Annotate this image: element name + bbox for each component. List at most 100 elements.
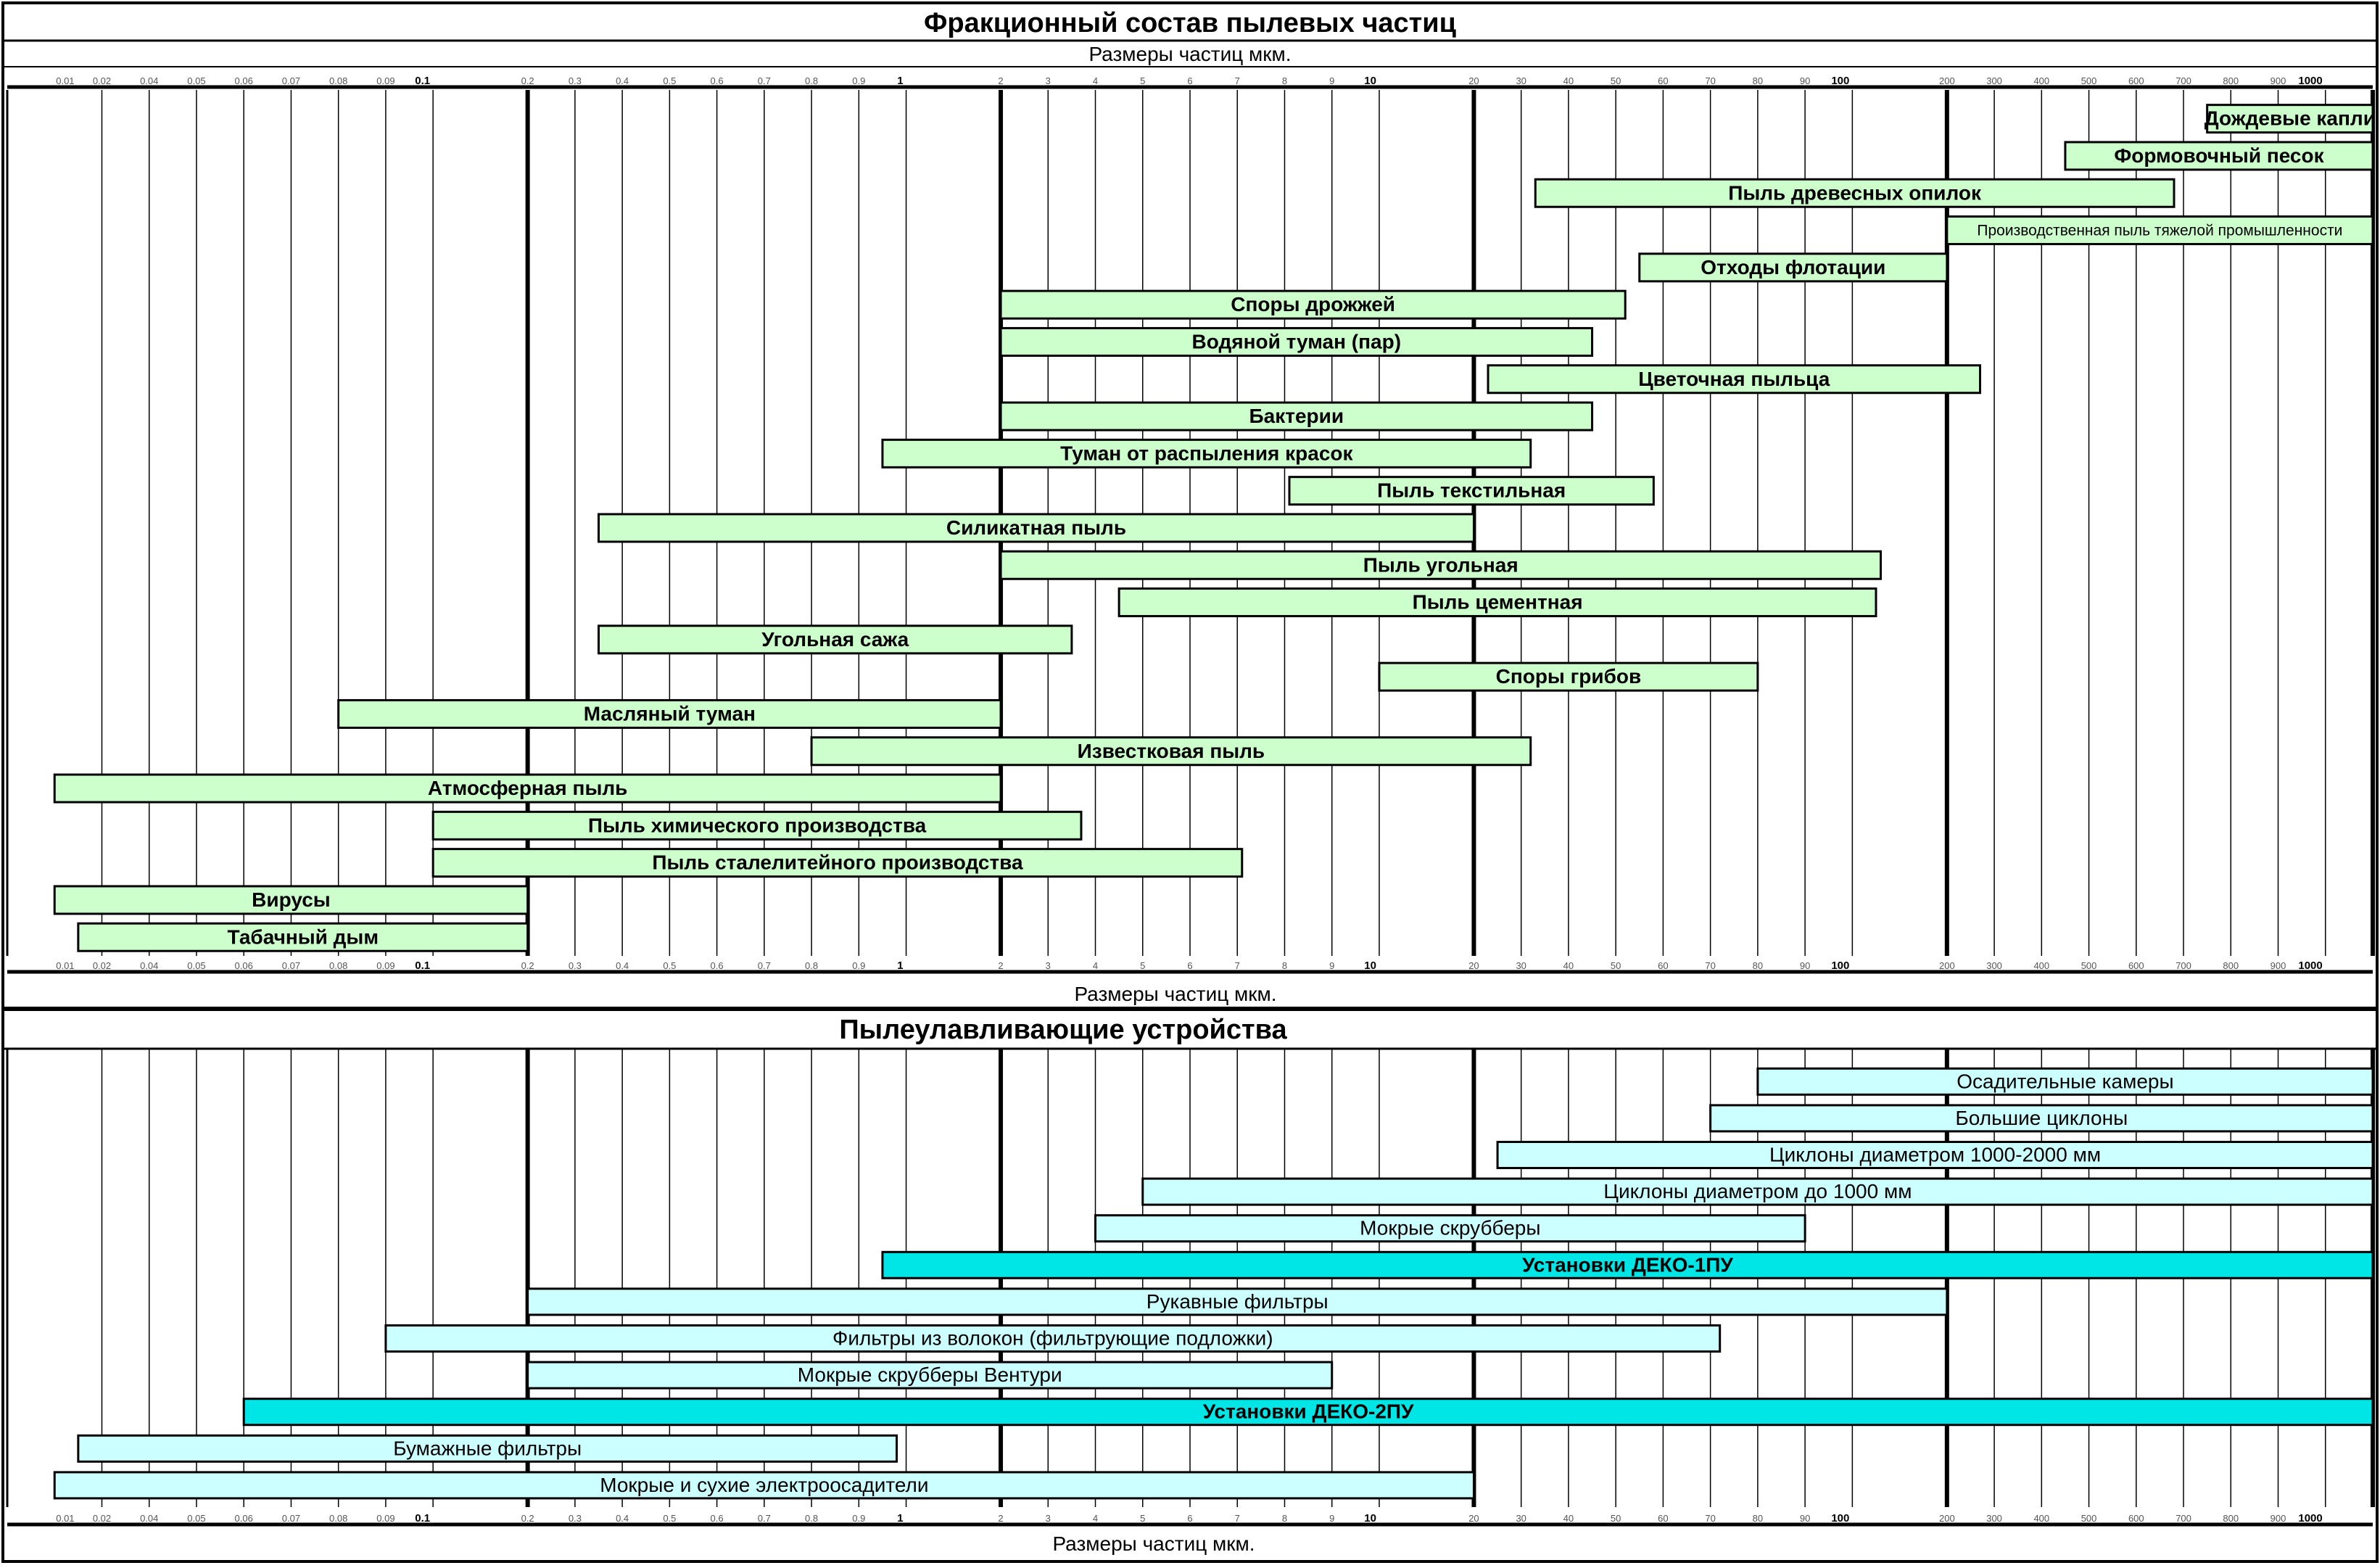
panel2-bottom-tick-label: 7 — [1235, 1513, 1240, 1524]
panel2-bottom-tick-label: 50 — [1611, 1513, 1621, 1524]
panel1-bar — [999, 289, 1627, 320]
panel1-bottom-axis-title: Размеры частиц мкм. — [1074, 983, 1276, 1005]
panel1-bottom-tick-label: 60 — [1658, 960, 1668, 971]
panel1-bottom-tick-label: 0.9 — [852, 960, 865, 971]
panel1-bottom-tick-label: 4 — [1093, 960, 1098, 971]
panel1-top-tick-label: 0.08 — [329, 75, 347, 86]
panel1-bar — [337, 698, 1002, 729]
panel2-bottom-tick-label: 100 — [1831, 1512, 1849, 1524]
panel1-bar — [77, 922, 529, 952]
panel1-bar — [1487, 364, 1982, 395]
panel2-bottom-tick-label: 0.02 — [93, 1513, 111, 1524]
panel2-bar — [384, 1324, 1722, 1353]
panel1-bar-label: Пыль угольная — [1363, 553, 1519, 576]
panel1-bar-label: Пыль химического производства — [588, 814, 927, 836]
panel1-bar-label: Табачный дым — [227, 925, 379, 948]
panel2-bottom-tick-label: 0.8 — [805, 1513, 818, 1524]
panel2-bottom-tick-label: 700 — [2176, 1513, 2191, 1524]
panel1-bar-label: Пыль древесных опилок — [1728, 181, 1982, 204]
panel1-bar — [999, 326, 1594, 357]
panel1-top-tick-label: 6 — [1187, 75, 1192, 86]
panel2-bottom-tick-label: 0.4 — [616, 1513, 629, 1524]
panel1-bar — [431, 848, 1244, 878]
panel1-bottom-tick-label: 70 — [1705, 960, 1715, 971]
panel1-bar-label: Бактерии — [1249, 405, 1344, 427]
panel1-top-tick-label: 0.04 — [140, 75, 158, 86]
panel1-bottom-tick-label: 80 — [1753, 960, 1763, 971]
panel2-bar — [77, 1434, 898, 1463]
panel1-top-tick-label: 100 — [1831, 75, 1849, 87]
panel1-bar — [810, 736, 1532, 767]
panel2-bottom-tick-label: 0.9 — [852, 1513, 865, 1524]
panel1-top-tick-label: 0.01 — [56, 75, 74, 86]
panel1-bar-label: Дождевые капли — [2205, 107, 2376, 130]
panel2-bar-label: Осадительные камеры — [1957, 1070, 2173, 1092]
panel2-bottom-tick-label: 0.1 — [415, 1512, 430, 1524]
panel1-bar-label: Туман от распыления красок — [1060, 442, 1353, 464]
panel2-bar-label: Фильтры из волокон (фильтрующие подложки… — [832, 1327, 1273, 1350]
panel2-bar-label: Бумажные фильтры — [393, 1437, 582, 1459]
panel2-bar — [1496, 1141, 2374, 1169]
panel1-bottom-tick-label: 90 — [1800, 960, 1810, 971]
panel2-bar-label: Установки ДЕКО-1ПУ — [1522, 1253, 1733, 1276]
panel1-top-tick-label: 0.07 — [282, 75, 300, 86]
panel1-top-tick-label: 0.4 — [616, 75, 629, 86]
panel1-top-tick-label: 2 — [998, 75, 1003, 86]
panel2-bottom-tick-label: 0.3 — [569, 1513, 582, 1524]
panel2-bottom-tick-label: 300 — [1986, 1513, 2002, 1524]
panel2-bottom-tick-label: 0.05 — [187, 1513, 205, 1524]
panel1-bottom-tick-label: 0.06 — [235, 960, 253, 971]
panel1-bar-label: Споры грибов — [1496, 665, 1642, 688]
panel1-bar — [1378, 661, 1759, 692]
panel1-bottom-tick-label: 800 — [2223, 960, 2239, 971]
panel1-top-tick-label: 5 — [1140, 75, 1145, 86]
panel1-bar — [598, 624, 1073, 655]
panel1-bar — [1638, 252, 1949, 283]
panel1-bar-label: Известковая пыль — [1078, 740, 1265, 762]
panel1-top-tick-label: 900 — [2270, 75, 2286, 86]
panel1-bar-label: Пыль сталелитейного производства — [652, 851, 1023, 874]
panel2-bottom-tick-label: 0.04 — [140, 1513, 158, 1524]
panel2-bar-label: Мокрые скрубберы Вентури — [798, 1363, 1062, 1386]
panel1-bottom-tick-label: 0.08 — [329, 960, 347, 971]
panel2-title: Пылеулавливающие устройства — [839, 1015, 1287, 1045]
panel1-top-tick-label: 0.7 — [758, 75, 771, 86]
panel1-bottom-tick-label: 600 — [2128, 960, 2144, 971]
panel1-bar — [53, 773, 1002, 804]
panel1-bottom-tick-label: 0.05 — [187, 960, 205, 971]
panel1-bar — [1946, 215, 2374, 246]
panel1-top-tick-label: 20 — [1468, 75, 1479, 86]
panel2-bottom-tick-label: 2 — [998, 1513, 1003, 1524]
panel1-bar — [431, 810, 1083, 841]
panel1-bar — [53, 885, 529, 915]
panel1-top-tick-label: 4 — [1093, 75, 1098, 86]
panel2-bar — [242, 1398, 2374, 1427]
panel2-bottom-tick-label: 0.5 — [663, 1513, 676, 1524]
panel1-top-tick-label: 90 — [1800, 75, 1810, 86]
panel1-bottom-tick-label: 5 — [1140, 960, 1145, 971]
panel1-bottom-tick-label: 0.07 — [282, 960, 300, 971]
panel1-top-tick-label: 7 — [1235, 75, 1240, 86]
panel2-bottom-tick-label: 4 — [1093, 1513, 1098, 1524]
panel1-bottom-tick-label: 300 — [1986, 960, 2002, 971]
panel1-top-tick-label: 0.1 — [415, 75, 430, 87]
panel1-bottom-tick-label: 1 — [897, 960, 903, 972]
panel2-bottom-tick-label: 5 — [1140, 1513, 1145, 1524]
panel1-top-tick-label: 0.6 — [711, 75, 724, 86]
panel2-bottom-tick-label: 9 — [1329, 1513, 1334, 1524]
panel1-bottom-tick-label: 3 — [1046, 960, 1051, 971]
panel1-bottom-tick-label: 900 — [2270, 960, 2286, 971]
panel1-bottom-tick-label: 7 — [1235, 960, 1240, 971]
panel2-bottom-tick-label: 1000 — [2298, 1512, 2322, 1524]
panel1-bar-label: Производственная пыль тяжелой промышленн… — [1977, 223, 2342, 239]
panel2-bar-label: Мокрые и сухие электроосадители — [600, 1474, 928, 1496]
panel1-bar-label: Угольная сажа — [761, 628, 909, 651]
panel1-top-tick-label: 500 — [2081, 75, 2097, 86]
panel1-bottom-tick-label: 30 — [1516, 960, 1526, 971]
panel1-top-tick-label: 200 — [1939, 75, 1955, 86]
panel2-bottom-tick-label: 6 — [1187, 1513, 1192, 1524]
panel1-top-tick-label: 0.8 — [805, 75, 818, 86]
panel2-bar-label: Циклоны диаметром 1000-2000 мм — [1769, 1144, 2101, 1166]
panel1-bar-label: Пыль цементная — [1413, 591, 1583, 614]
